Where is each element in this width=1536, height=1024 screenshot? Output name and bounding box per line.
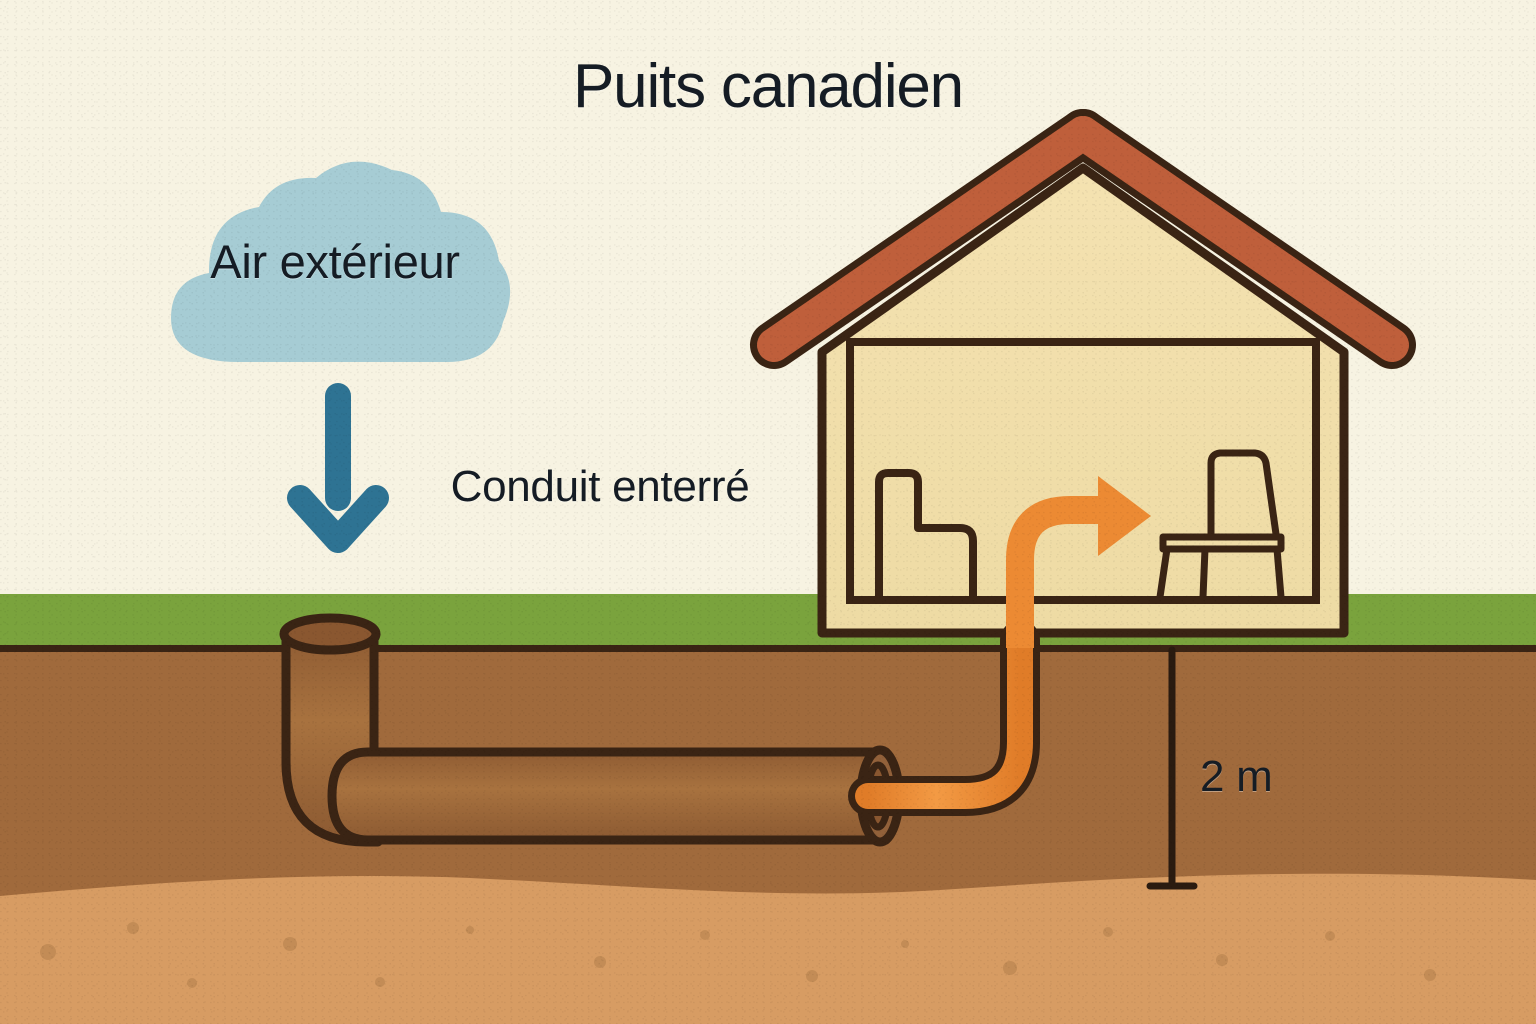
chair-silhouette (1156, 449, 1285, 601)
outside-air-label: Air extérieur (210, 235, 460, 288)
buried-duct-label: Conduit enterré (450, 462, 750, 511)
house-roof-fill-left (757, 116, 1100, 362)
outside-air-cloud (171, 161, 511, 362)
pipe-intake-opening (279, 613, 381, 655)
orange-air-riser (848, 620, 1040, 816)
house-cross-section (750, 109, 1416, 638)
interior-room-outline (846, 338, 1320, 604)
buried-pipe-assembly (279, 613, 904, 847)
horizontal-buried-duct (327, 747, 885, 845)
burial-depth-marker (1146, 646, 1198, 890)
soil-pebbles (40, 922, 1436, 988)
depth-label: 2 m (1200, 752, 1273, 801)
air-intake-arrow (287, 383, 389, 553)
sofa-silhouette (875, 469, 977, 604)
indoor-air-arrow (1006, 476, 1151, 648)
soil-lower-layer (0, 873, 1536, 1024)
grass-soil-divider (0, 645, 1536, 652)
page-title: Puits canadien (573, 52, 964, 121)
house-roof-fill-right (1066, 116, 1409, 362)
